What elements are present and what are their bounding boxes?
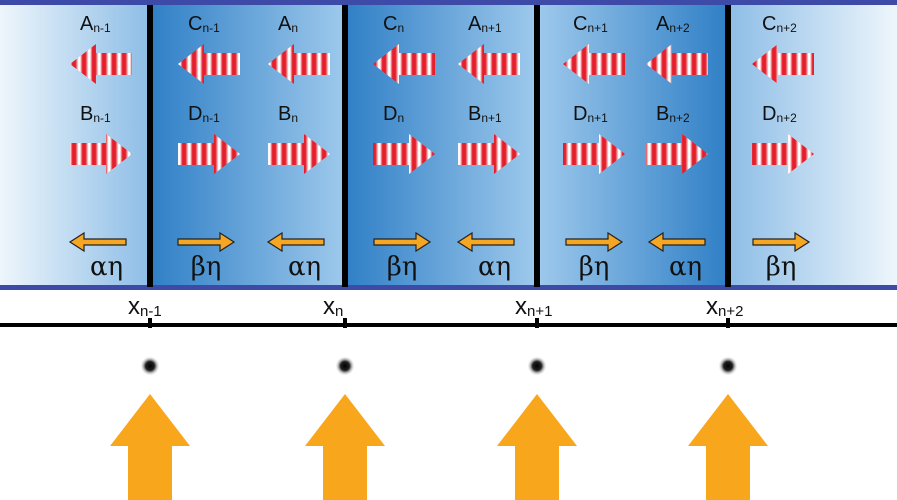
coupling-arrow xyxy=(177,231,236,253)
axis-tick xyxy=(148,318,152,328)
coupling-label: βη xyxy=(766,252,797,282)
source-arrow xyxy=(497,394,577,500)
left-wave-arrow xyxy=(268,44,330,84)
right-wave-arrow xyxy=(268,134,330,174)
coupling-label: αη xyxy=(90,252,123,282)
axis-tick xyxy=(726,318,730,328)
wave-label: Dn xyxy=(383,103,404,125)
coupling-label: αη xyxy=(288,252,321,282)
wave-label: Bn-1 xyxy=(80,103,111,125)
coupling-arrows: αη βη αη βη αη βη αη βη xyxy=(68,231,811,282)
wave-label: Bn xyxy=(278,103,298,125)
left-wave-arrow xyxy=(70,44,132,84)
source-dot xyxy=(718,356,738,376)
sources xyxy=(110,356,768,500)
wave-label: Bn+1 xyxy=(468,103,502,125)
coupling-label: αη xyxy=(669,252,702,282)
wave-label: Cn xyxy=(383,13,404,35)
coupling-arrow xyxy=(647,231,706,253)
position-label: xn+1 xyxy=(515,293,552,320)
band-top-edge xyxy=(0,0,897,5)
wave-label: Cn-1 xyxy=(188,13,220,35)
position-label: xn xyxy=(323,293,343,320)
wave-label: Dn+2 xyxy=(762,103,797,125)
position-label: xn-1 xyxy=(128,293,162,320)
position-label: xn+2 xyxy=(706,293,743,320)
wave-label: Dn-1 xyxy=(188,103,220,125)
coupling-arrow xyxy=(266,231,325,253)
wave-label: Cn+2 xyxy=(762,13,797,35)
left-wave-arrow xyxy=(563,44,625,84)
right-wave-arrow xyxy=(646,134,708,174)
source-dot xyxy=(335,356,355,376)
band-bottom-edge xyxy=(0,285,897,290)
coupling-arrow xyxy=(565,231,624,253)
position-axis: xn-1 xn xn+1 xn+2 xyxy=(0,293,897,328)
left-wave-arrow xyxy=(373,44,435,84)
wave-label: An+2 xyxy=(656,13,690,35)
right-wave-arrow xyxy=(458,134,520,174)
barrier xyxy=(534,5,540,287)
right-wave-arrow xyxy=(70,134,132,174)
right-wave-arrow xyxy=(178,134,240,174)
coupling-arrow xyxy=(373,231,432,253)
source-arrow xyxy=(305,394,385,500)
wave-label: An-1 xyxy=(80,13,111,35)
coupling-label: βη xyxy=(579,252,610,282)
barrier xyxy=(725,5,731,287)
axis-tick xyxy=(343,318,347,328)
source-arrow xyxy=(688,394,768,500)
coupling-arrow xyxy=(456,231,515,253)
left-wave-arrow xyxy=(646,44,708,84)
axis-tick xyxy=(535,318,539,328)
barriers xyxy=(147,5,731,287)
source-dot xyxy=(527,356,547,376)
left-wave-arrow xyxy=(458,44,520,84)
coupling-label: βη xyxy=(191,252,222,282)
coupling-label: αη xyxy=(478,252,511,282)
wave-label: An xyxy=(278,13,298,35)
right-wave-arrow xyxy=(563,134,625,174)
wave-label: Dn+1 xyxy=(573,103,608,125)
wave-label: Cn+1 xyxy=(573,13,608,35)
left-wave-arrow xyxy=(752,44,814,84)
axis-line xyxy=(0,323,897,327)
right-wave-arrow xyxy=(373,134,435,174)
coupling-arrow xyxy=(68,231,127,253)
barrier xyxy=(147,5,153,287)
source-dot xyxy=(140,356,160,376)
coupling-label: βη xyxy=(387,252,418,282)
source-arrow xyxy=(110,394,190,500)
left-wave-arrow xyxy=(178,44,240,84)
right-wave-arrow xyxy=(752,134,814,174)
barrier xyxy=(342,5,348,287)
coupling-arrow xyxy=(752,231,811,253)
wave-label: Bn+2 xyxy=(656,103,690,125)
wave-label: An+1 xyxy=(468,13,502,35)
